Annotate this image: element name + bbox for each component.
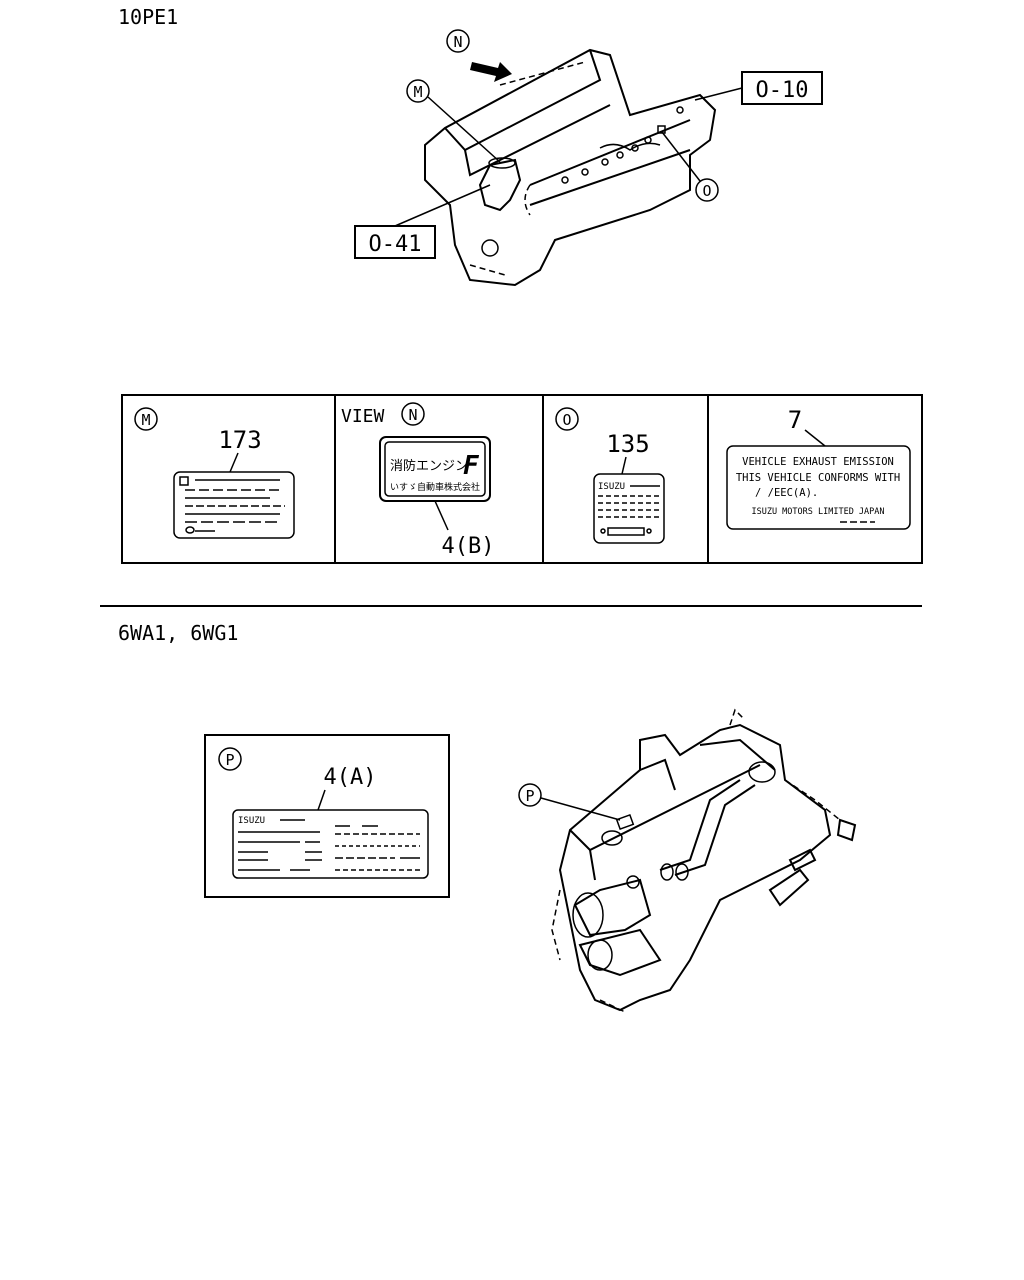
label-panel-o: O 135 ISUZU [555, 407, 665, 544]
callout-p-label: P [525, 787, 534, 805]
panel-7-part-number: 7 [788, 406, 802, 434]
panel-p-marker: P [225, 751, 234, 769]
label-panels-table [121, 394, 923, 564]
label-135-plate [593, 473, 665, 544]
engine-10pe1-drawing [424, 48, 717, 287]
label-panel-p: P 4(A) ISUZU [204, 734, 450, 898]
panel-p-plate-brand: ISUZU [238, 816, 265, 826]
panel-m-part-number: 173 [218, 426, 261, 454]
plate-jp-line1: 消防エンジン [390, 458, 468, 474]
plate-7-line3: / /EEC(A). [755, 487, 818, 499]
panel-m-marker: M [141, 411, 150, 429]
label-7-plate [726, 445, 911, 530]
section-title-10pe1: 10PE1 [118, 5, 178, 29]
plate-7-line4: ISUZU MOTORS LIMITED JAPAN [751, 507, 884, 517]
panel-n-view-prefix: VIEW [341, 406, 385, 427]
panel-n-part-number: 4(B) [442, 534, 495, 559]
ref-box-o10: O-10 [694, 71, 823, 105]
plate-letter-f: F [463, 451, 480, 481]
callout-o-label: O [702, 182, 711, 200]
label-173-plate [173, 471, 295, 539]
panel-n-marker: N [408, 406, 417, 424]
label-4a-plate [232, 809, 429, 879]
ref-o41-label: O-41 [369, 232, 422, 257]
panel-o-marker: O [562, 411, 571, 429]
engine-6wa1-drawing [551, 708, 857, 1013]
view-direction-arrow [470, 62, 512, 82]
label-panel-7: 7 VEHICLE EXHAUST EMISSION THIS VEHICLE … [726, 406, 911, 530]
panel-o-part-number: 135 [606, 430, 649, 458]
ref-box-o41: O-41 [354, 184, 491, 259]
panel-p-part-number: 4(A) [324, 765, 377, 790]
panel-o-plate-brand: ISUZU [598, 482, 625, 492]
plate-jp-line2: いすゞ自動車株式会社 [390, 481, 480, 493]
callout-n-label: N [453, 33, 462, 51]
section-title-6wa1-6wg1: 6WA1, 6WG1 [118, 621, 238, 645]
label-panel-m: M 173 [134, 407, 295, 539]
plate-7-line1: VEHICLE EXHAUST EMISSION [742, 456, 894, 468]
plate-7-line2: THIS VEHICLE CONFORMS WITH [736, 472, 900, 484]
callout-n: N [446, 29, 470, 53]
callout-o: O [661, 131, 719, 202]
callout-m-label: M [413, 83, 422, 101]
callout-m: M [406, 79, 501, 163]
callout-p: P [518, 783, 621, 821]
label-panel-view-n: VIEW N 消防エンジン F いすゞ自動車株式会社 4(B) [341, 402, 495, 559]
ref-o10-label: O-10 [756, 78, 809, 103]
